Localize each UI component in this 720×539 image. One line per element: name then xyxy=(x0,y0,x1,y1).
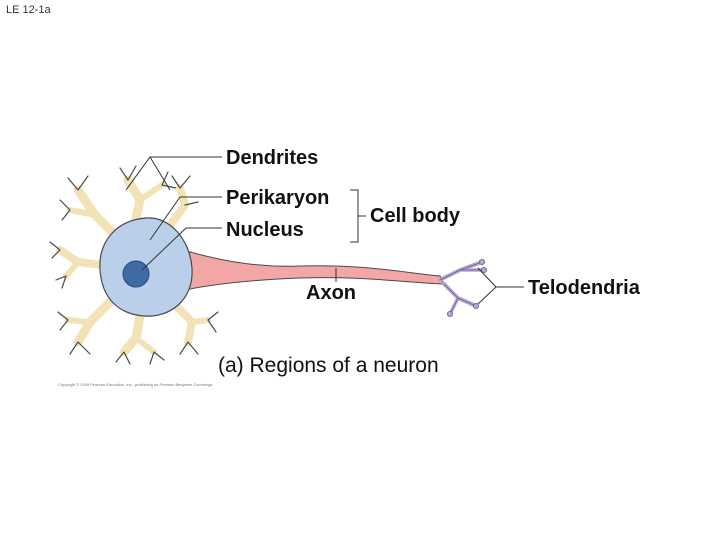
dendrite-lower-right xyxy=(168,298,219,355)
dendrite-upper-left xyxy=(59,175,123,243)
dendrite-bottom xyxy=(115,311,165,365)
leader-telodendria xyxy=(477,267,524,305)
label-nucleus: Nucleus xyxy=(226,219,304,241)
label-axon: Axon xyxy=(306,282,356,304)
copyright-notice: Copyright © 2009 Pearson Education, Inc.… xyxy=(58,382,213,387)
leader-nucleus xyxy=(141,227,222,271)
dendrite-upper-right xyxy=(161,175,199,236)
leader-perikaryon xyxy=(149,196,222,241)
figure-caption: (a) Regions of a neuron xyxy=(218,354,439,377)
slide-id: LE 12-1a xyxy=(6,4,51,16)
leader-dendrites xyxy=(125,156,222,191)
telodendria xyxy=(438,258,487,317)
label-perikaryon: Perikaryon xyxy=(226,187,329,209)
label-cell-body: Cell body xyxy=(370,205,461,227)
dendrite-left xyxy=(49,241,106,289)
label-telodendria: Telodendria xyxy=(528,277,641,299)
dendrites xyxy=(49,165,219,365)
label-dendrites: Dendrites xyxy=(226,147,318,169)
cell-body-bracket xyxy=(350,189,366,243)
nucleus xyxy=(122,260,150,288)
leader-lines xyxy=(125,156,524,305)
dendrite-lower-left xyxy=(57,297,115,355)
dendrite-top xyxy=(119,165,177,227)
